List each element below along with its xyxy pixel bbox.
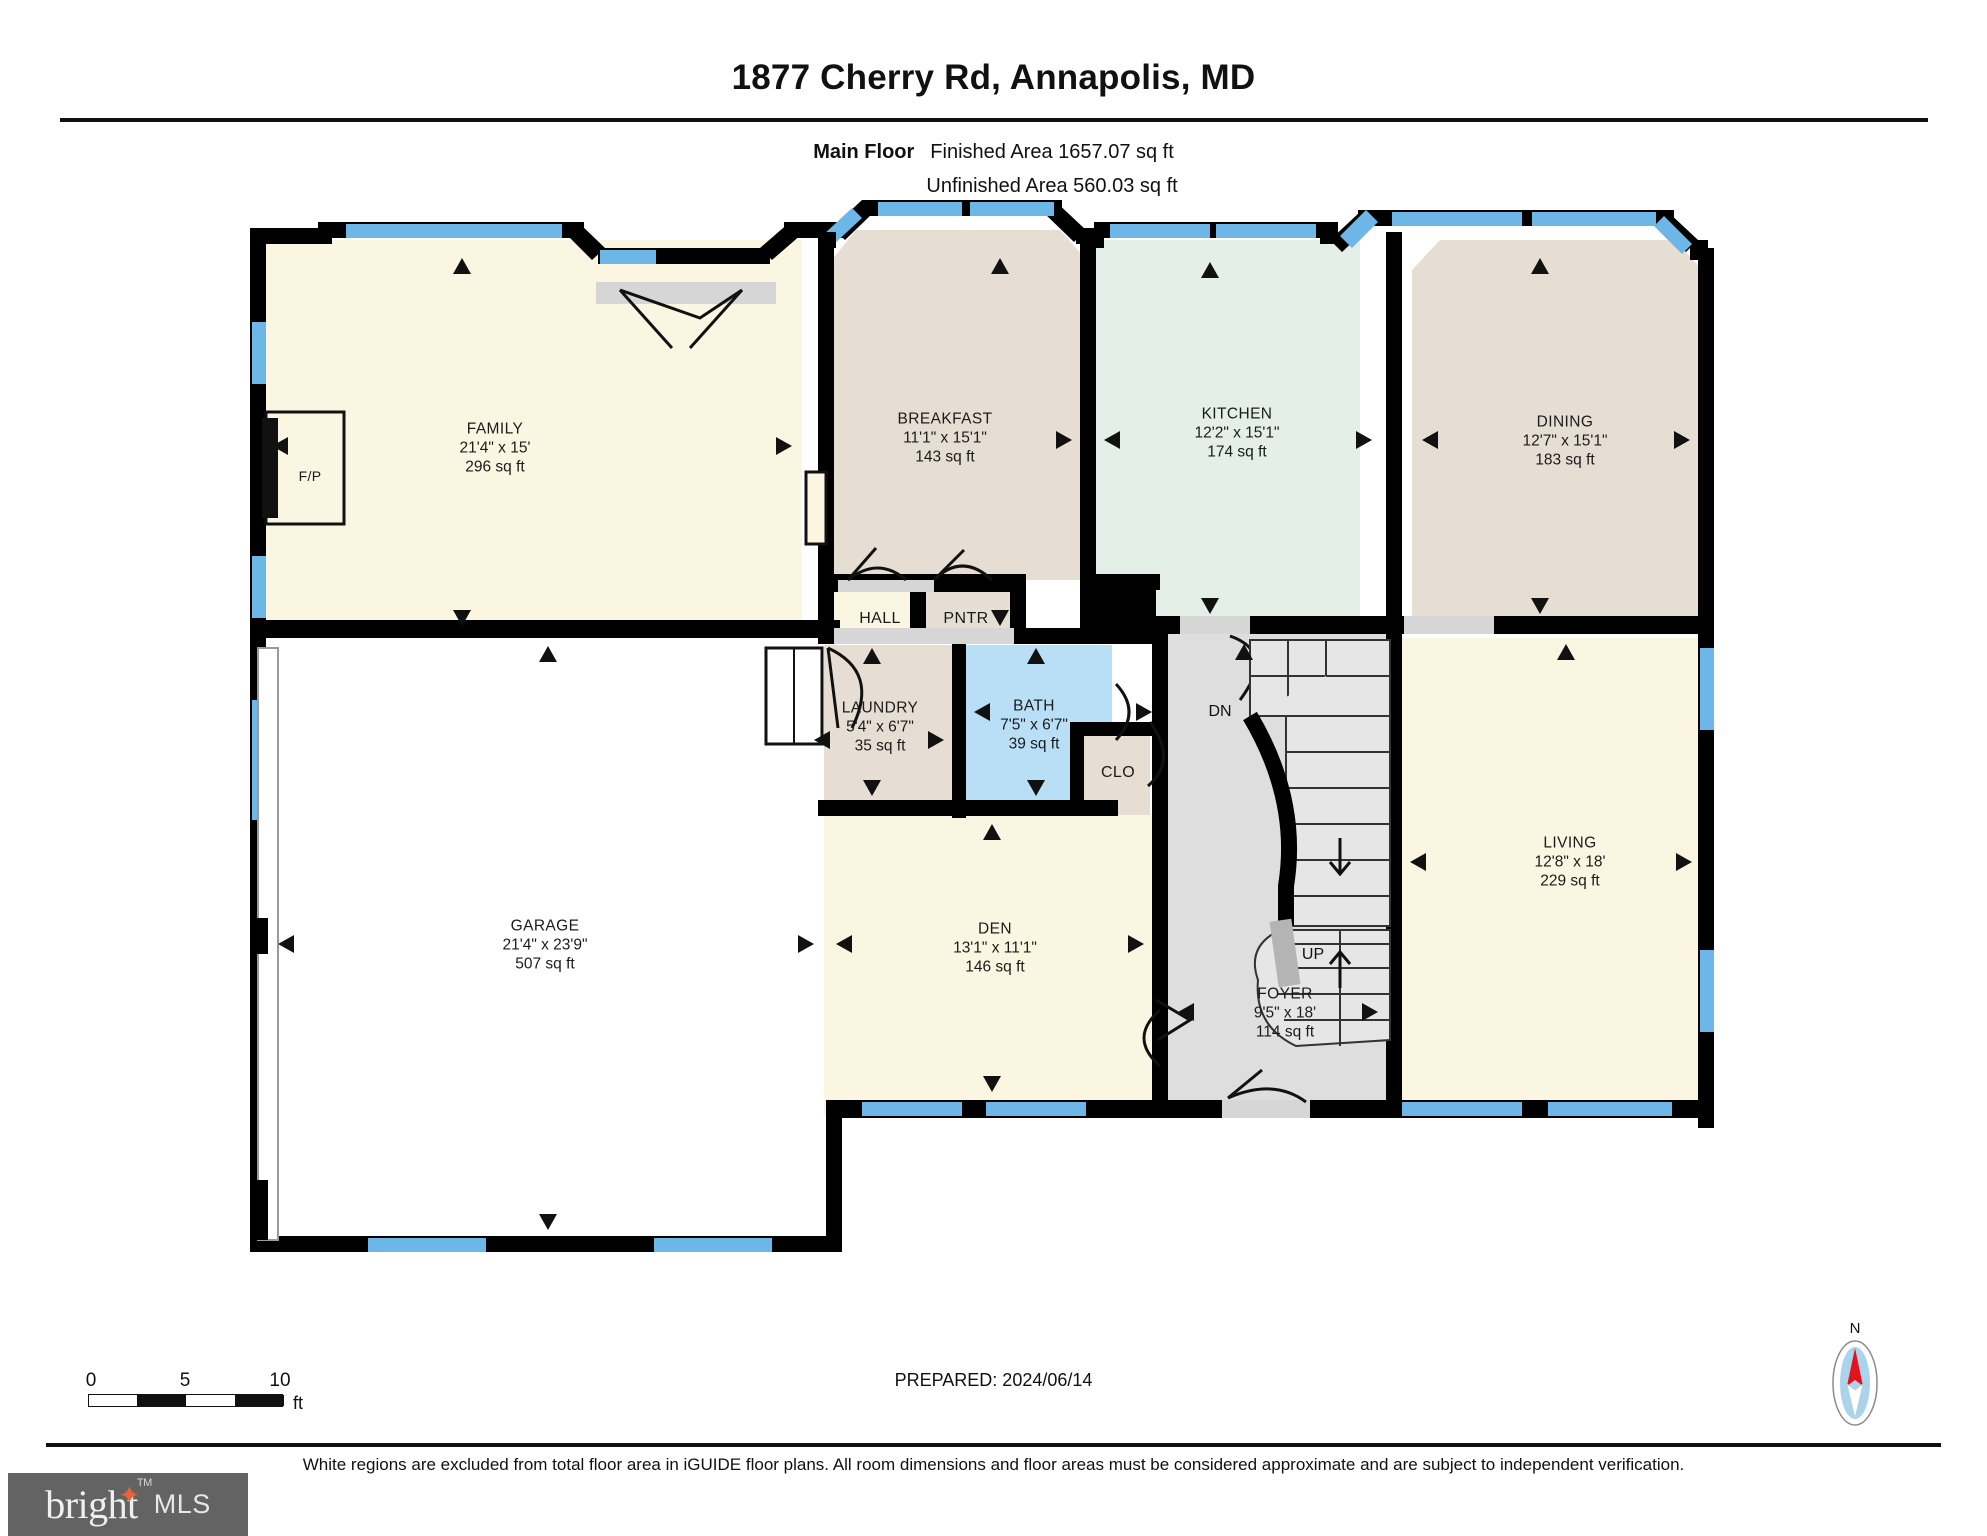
compass-north-label: N — [1849, 1320, 1861, 1337]
room-dimensions: 12'7" x 15'1" — [1522, 432, 1608, 450]
compass-rose: N — [1820, 1320, 1890, 1430]
title-divider — [60, 118, 1928, 122]
room-dimensions: 21'4" x 23'9" — [502, 936, 588, 954]
room-dimensions: 11'1" x 15'1" — [903, 429, 987, 447]
room-label-garage: GARAGE 21'4" x 23'9" 507 sq ft — [502, 917, 587, 974]
scale-bar: 0 5 10 — [85, 1370, 291, 1407]
fireplace — [262, 410, 346, 526]
room-area: 183 sq ft — [1535, 451, 1595, 469]
scale-tick-5: 5 — [179, 1370, 191, 1391]
room-label-bath: BATH 7'5" x 6'7" 39 sq ft — [1000, 697, 1068, 754]
room-fill-kitchen — [1090, 240, 1360, 620]
compass-icon — [1832, 1340, 1878, 1426]
room-label-breakfast: BREAKFAST 11'1" x 15'1" 143 sq ft — [898, 410, 993, 467]
room-area: 114 sq ft — [1255, 1023, 1315, 1041]
room-fill-family — [262, 240, 802, 628]
fireplace-label: F/P — [298, 468, 322, 484]
room-dimensions: 21'4" x 15' — [459, 439, 531, 457]
floor-summary: Main Floor Finished Area 1657.07 sq ft Ma… — [0, 135, 1987, 203]
stairs-up-label: UP — [1301, 946, 1325, 963]
door-swings — [618, 288, 1307, 1104]
room-name: DEN — [978, 920, 1012, 938]
room-dimensions: 5'4" x 6'7" — [846, 718, 914, 736]
floor-summary-line-2: Main FloorUnfinished Area 560.03 sq ft — [0, 169, 1987, 203]
room-name: BREAKFAST — [897, 410, 993, 428]
room-name: LIVING — [1543, 834, 1597, 852]
room-label-pantry: PNTR — [943, 610, 989, 627]
stairs-down-label: DN — [1208, 703, 1232, 720]
room-name: FOYER — [1257, 985, 1313, 1003]
room-name: FAMILY — [466, 420, 524, 438]
floor-name: Main Floor — [813, 141, 915, 163]
room-fill-den — [824, 815, 1166, 1115]
room-area: 143 sq ft — [915, 448, 975, 466]
wall-detail — [764, 470, 828, 746]
prepared-date: PREPARED: 2024/06/14 — [894, 1370, 1093, 1390]
logo-wordmark: bright ✦ TM — [45, 1477, 152, 1528]
logo-mls-text: MLS — [153, 1489, 211, 1519]
room-fill-dining — [1412, 240, 1702, 626]
room-label-kitchen: KITCHEN 12'2" x 15'1" 174 sq ft — [1194, 405, 1279, 462]
unfinished-area: Unfinished Area 560.03 sq ft — [926, 175, 1178, 197]
room-fill-living — [1398, 638, 1706, 1116]
room-label-den: DEN 13'1" x 11'1" 146 sq ft — [953, 920, 1037, 977]
room-area: 39 sq ft — [1008, 735, 1060, 753]
room-label-foyer: FOYER 9'5" x 18' 114 sq ft — [1254, 985, 1316, 1042]
logo-star-icon: ✦ — [118, 1481, 140, 1510]
room-dimensions: 12'2" x 15'1" — [1194, 424, 1280, 442]
disclaimer-text: White regions are excluded from total fl… — [302, 1455, 1685, 1474]
scale-tick-10: 10 — [269, 1370, 291, 1391]
scale-bar-graphic — [88, 1394, 284, 1407]
windows — [252, 202, 1714, 1252]
room-dimensions: 7'5" x 6'7" — [1000, 716, 1068, 734]
room-area: 174 sq ft — [1207, 443, 1267, 461]
room-name: GARAGE — [510, 917, 580, 935]
scale-ticks: 0 5 10 — [85, 1370, 291, 1394]
room-area: 229 sq ft — [1540, 872, 1600, 890]
room-area: 35 sq ft — [854, 737, 906, 755]
room-label-laundry: LAUNDRY 5'4" x 6'7" 35 sq ft — [842, 699, 919, 756]
room-label-closet: CLO — [1100, 764, 1136, 781]
room-dimensions: 12'8" x 18' — [1534, 853, 1606, 871]
finished-area: Finished Area 1657.07 sq ft — [930, 141, 1174, 163]
room-fill-laundry — [824, 645, 956, 805]
logo-tm-mark: TM — [136, 1477, 152, 1489]
floor-summary-line-1: Main Floor Finished Area 1657.07 sq ft — [0, 135, 1987, 169]
room-area: 507 sq ft — [515, 955, 575, 973]
logo-brand-text: bright — [45, 1482, 138, 1527]
room-area: 296 sq ft — [465, 458, 525, 476]
room-name: DINING — [1536, 413, 1594, 431]
bright-mls-logo: bright ✦ TM MLS — [8, 1473, 248, 1536]
page-title: 1877 Cherry Rd, Annapolis, MD — [731, 58, 1256, 97]
staircase — [1243, 639, 1391, 1048]
room-name: LAUNDRY — [841, 699, 919, 717]
room-label-hall: HALL — [859, 610, 901, 627]
room-fill-family-bay — [262, 240, 342, 300]
scale-unit-label: ft — [293, 1393, 304, 1413]
room-label-family: FAMILY 21'4" x 15' 296 sq ft — [460, 420, 531, 477]
room-name: KITCHEN — [1201, 405, 1273, 423]
scale-tick-0: 0 — [85, 1370, 97, 1391]
room-fill-garage — [268, 638, 823, 1238]
room-label-dining: DINING 12'7" x 15'1" 183 sq ft — [1522, 413, 1607, 470]
room-area: 146 sq ft — [965, 958, 1025, 976]
dimension-arrows — [272, 258, 1692, 1230]
room-dimensions: 9'5" x 18' — [1253, 1004, 1317, 1022]
room-fill-breakfast — [832, 230, 1085, 580]
interior-walls — [818, 232, 1712, 1118]
room-label-living: LIVING 12'8" x 18' 229 sq ft — [1535, 834, 1606, 891]
footer-divider — [46, 1443, 1941, 1447]
room-name: BATH — [1013, 697, 1055, 715]
room-dimensions: 13'1" x 11'1" — [953, 939, 1037, 957]
